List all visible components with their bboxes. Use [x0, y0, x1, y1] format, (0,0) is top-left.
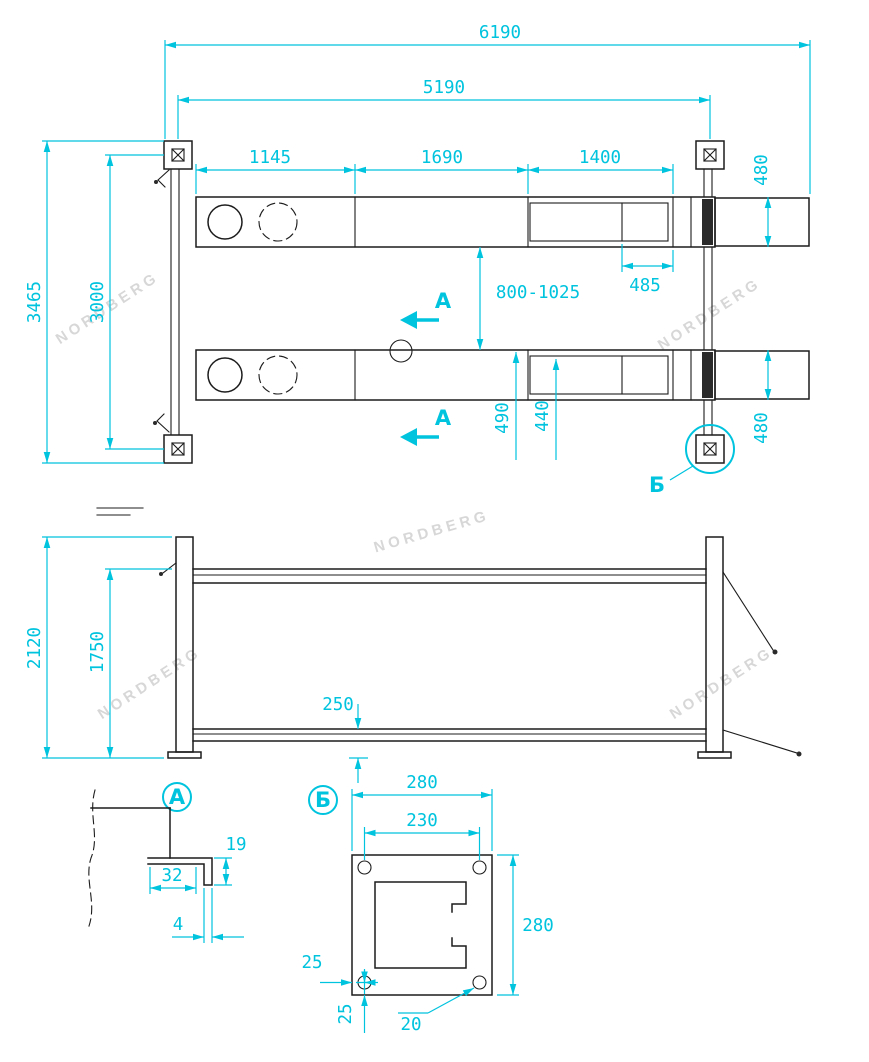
runway-top [195, 196, 716, 248]
cross-beam-left [170, 168, 180, 436]
hose-hook-left-side [159, 562, 177, 576]
dim-seg-1145: 1145 [249, 148, 291, 168]
dim-edge-bottom: 25 [336, 1003, 356, 1024]
hose-hook-bottom-left [153, 413, 170, 433]
detail-b: Б 280 230 280 25 25 20 [301, 773, 553, 1035]
dim-plate-height: 280 [522, 916, 554, 936]
detail-b-title: Б [315, 788, 331, 812]
dim-post-span: 5190 [423, 78, 465, 98]
dim-edge-left: 25 [301, 953, 322, 973]
break-line [88, 789, 96, 927]
watermark-text: NORDBERG [655, 275, 764, 354]
section-label: А [435, 406, 452, 430]
center-cylinder-circle [389, 339, 413, 363]
dim-490: 490 [493, 402, 513, 434]
post-left-side [175, 536, 194, 753]
base-plate-right [697, 751, 732, 759]
detail-a-circle [162, 782, 192, 812]
cylinder-circle [207, 357, 243, 393]
dim-runway-width-bottom: 480 [752, 412, 772, 444]
post-top-left [163, 140, 193, 170]
phantom-circle [258, 202, 298, 242]
dim-440: 440 [533, 400, 553, 432]
bolt-hole [472, 975, 487, 990]
dim-seg-1690: 1690 [421, 148, 463, 168]
detail-a: А 32 19 4 [88, 782, 247, 943]
dim-overall-width: 3465 [25, 281, 45, 323]
dim-rail-height: 250 [322, 695, 354, 715]
watermark-text: NORDBERG [667, 644, 776, 723]
top-view-dimensions: 6190 5190 1145 1690 1400 480 480 3465 30… [25, 23, 811, 497]
beam-runway-joint [702, 352, 713, 398]
bolt-hole [357, 860, 372, 875]
top-view-drawing [153, 140, 810, 464]
dim-seg-1400: 1400 [579, 148, 621, 168]
dim-runway-width-top: 480 [752, 154, 772, 186]
ramp-plate [529, 202, 669, 242]
post-bottom-left [163, 434, 193, 464]
dim-overall-height: 2120 [25, 627, 45, 669]
dim-ramp-length: 485 [629, 276, 661, 296]
section-arrow-bottom: А [400, 406, 452, 446]
cable-top-right [722, 571, 778, 655]
watermark-text: NORDBERG [372, 507, 492, 556]
dim-hole-dia: 20 [400, 1015, 421, 1035]
cross-beam-right [702, 168, 713, 436]
dim-19: 19 [225, 835, 246, 855]
post-bottom-right [695, 434, 725, 464]
post-right-side [705, 536, 724, 753]
detail-b-label: Б [649, 473, 665, 497]
bolt-hole [472, 860, 487, 875]
dim-hole-span: 230 [406, 811, 438, 831]
approach-ramp-top [714, 197, 810, 247]
watermarks: NORDBERG NORDBERG NORDBERG NORDBERG NORD… [53, 269, 776, 723]
dim-total-length: 6190 [479, 23, 521, 43]
cable-bottom-right [722, 729, 802, 757]
side-view-drawing [96, 507, 802, 759]
base-plate-left [167, 751, 202, 759]
runway-bottom [195, 349, 716, 401]
ramp-plate [529, 355, 669, 395]
detail-b-circle [308, 785, 338, 815]
dim-clear-height: 1750 [88, 631, 108, 673]
dim-plate-width: 280 [406, 773, 438, 793]
section-arrow-top: А [400, 289, 452, 329]
detail-a-label: А [169, 785, 186, 809]
post-top-right [695, 140, 725, 170]
cylinder-circle [207, 204, 243, 240]
section-label: А [435, 289, 452, 313]
hose-hook-top-left [154, 169, 170, 188]
base-plate [351, 854, 493, 996]
watermark-text: NORDBERG [95, 644, 204, 723]
detail-b-callout: Б [649, 424, 735, 497]
rail-lip-profile [147, 857, 213, 886]
approach-ramp-bottom [714, 350, 810, 400]
dim-4: 4 [173, 915, 184, 935]
bottom-rail-side [192, 728, 707, 742]
side-view-dimensions: 2120 1750 250 [25, 536, 368, 783]
beam-runway-joint [702, 199, 713, 245]
runway-side [192, 568, 707, 584]
dim-32: 32 [161, 866, 182, 886]
post-channel-profile [374, 881, 467, 969]
dim-post-inner-span: 3000 [88, 281, 108, 323]
phantom-circle [258, 355, 298, 395]
dim-track-adjust: 800-1025 [496, 283, 580, 303]
